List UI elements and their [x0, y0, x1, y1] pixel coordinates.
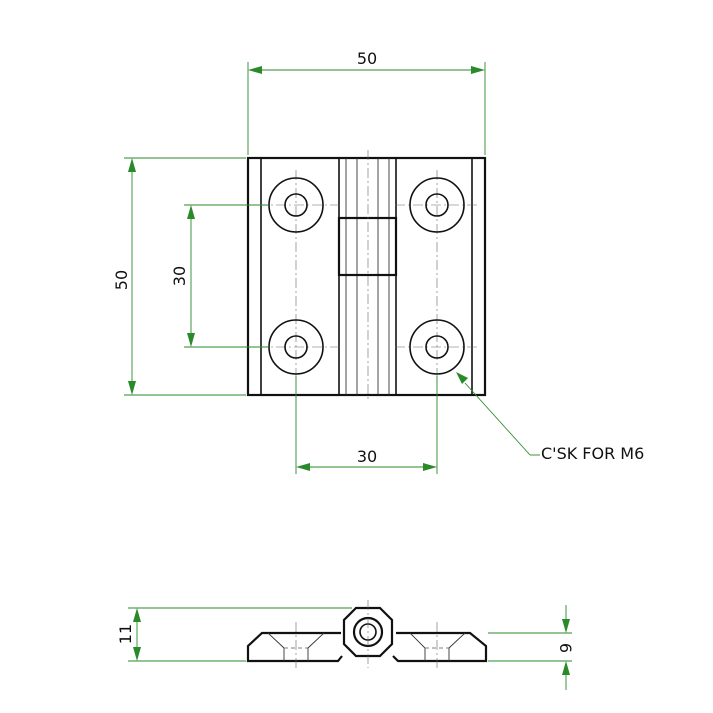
leaf-right-side	[392, 631, 488, 663]
dim-width-top-label: 50	[357, 49, 377, 68]
dim-hole-horizontal-label: 30	[357, 447, 377, 466]
callout-countersink-label: C'SK FOR M6	[541, 444, 644, 463]
dim-leaf-thickness-label: 6	[556, 643, 575, 653]
dim-side-height: 11	[116, 607, 352, 662]
hole-top-left	[268, 177, 324, 233]
dim-height-left-label: 50	[112, 270, 131, 290]
hinge-top-view	[246, 150, 487, 402]
dim-height-left: 50	[112, 157, 246, 396]
dim-hole-vertical: 30	[170, 204, 268, 348]
dim-side-height-label: 11	[116, 624, 135, 644]
dim-width-top: 50	[247, 49, 486, 155]
knuckle-side	[342, 606, 394, 658]
dim-leaf-thickness: 6	[488, 605, 575, 690]
callout-countersink: C'SK FOR M6	[456, 372, 644, 463]
dim-hole-horizontal: 30	[295, 376, 438, 474]
hinge-side-view	[246, 600, 488, 668]
leaf-left-side	[246, 631, 343, 663]
hole-bottom-right	[409, 319, 465, 375]
knuckle-middle	[337, 216, 398, 277]
hole-bottom-left	[268, 319, 324, 375]
dim-hole-vertical-label: 30	[170, 266, 189, 286]
hinge-outline	[246, 156, 487, 397]
hole-top-right	[409, 177, 465, 233]
